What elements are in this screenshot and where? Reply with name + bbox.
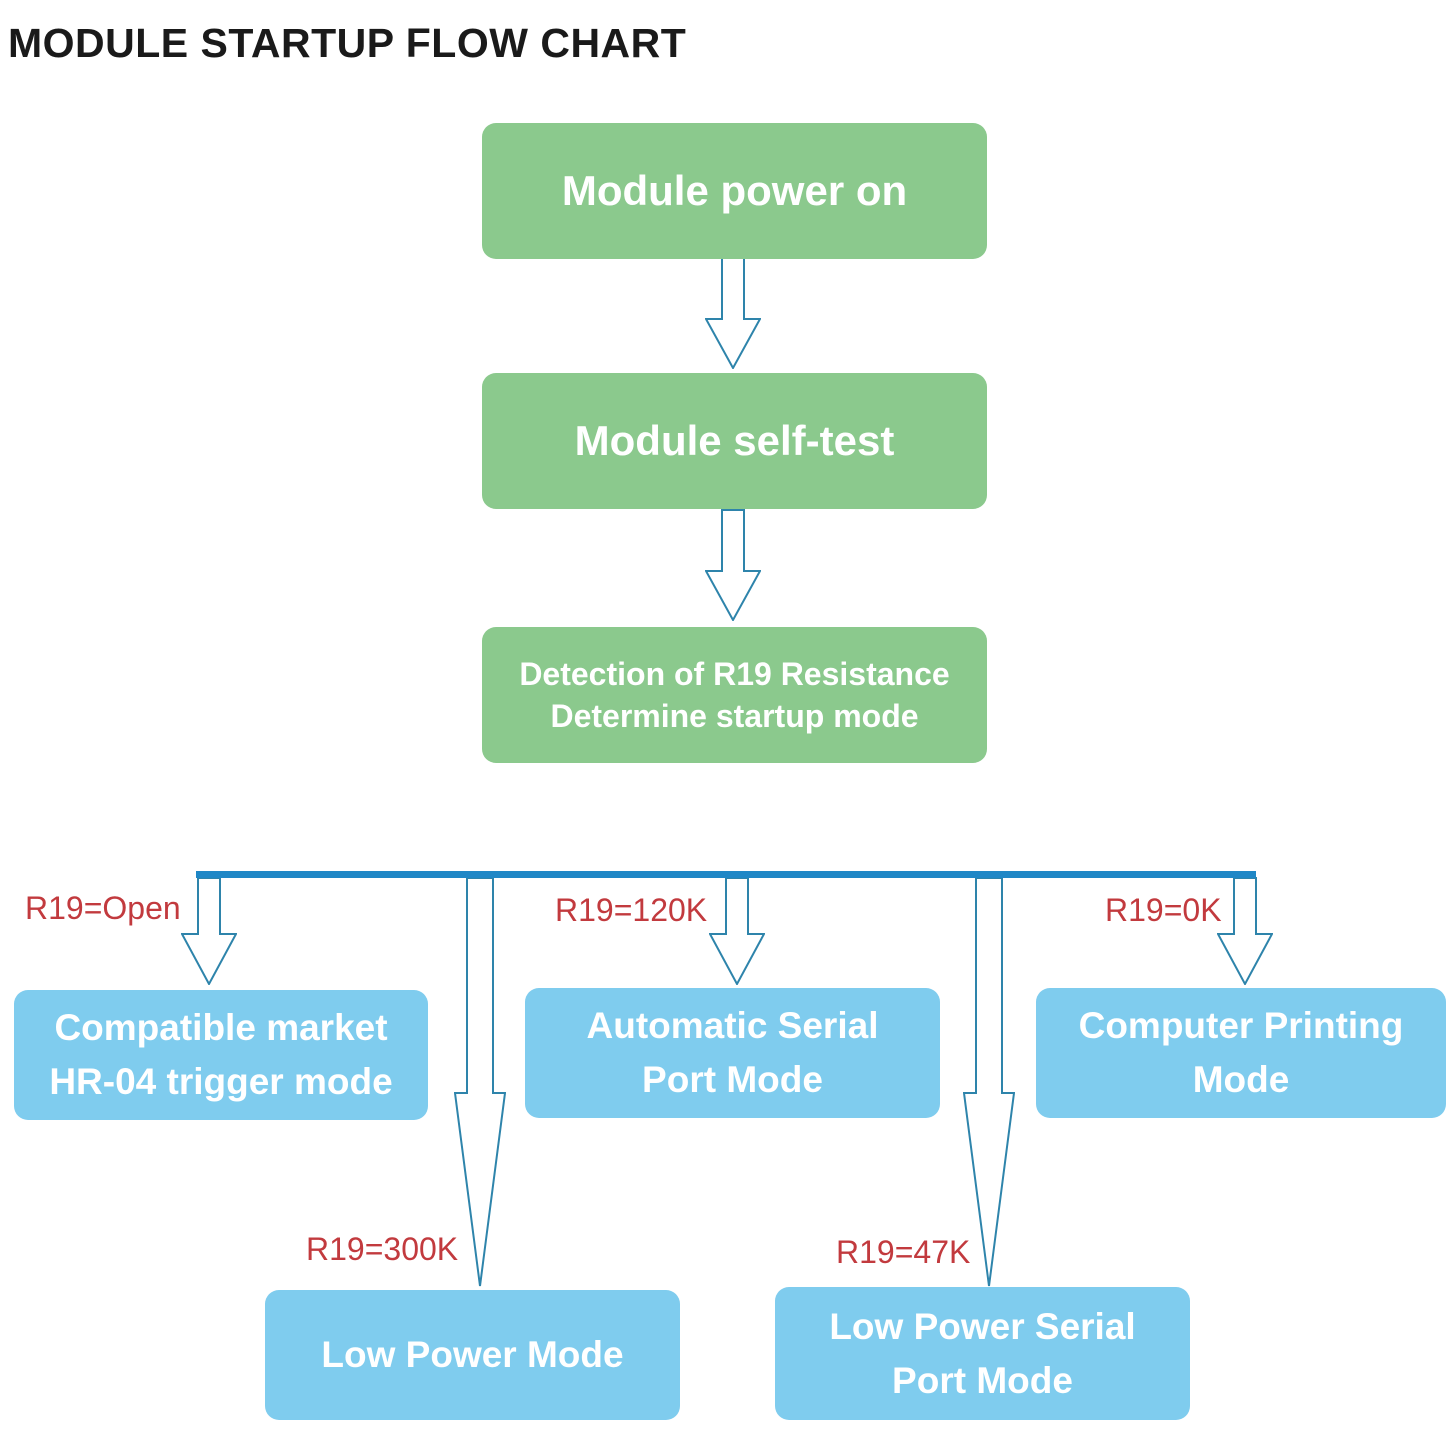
node-low-power-serial-port-mode: Low Power Serial Port Mode xyxy=(775,1287,1190,1420)
branch-arrow-open xyxy=(181,877,237,985)
label-r19-120k: R19=120K xyxy=(555,892,708,928)
node-computer-printing-mode: Computer Printing Mode xyxy=(1036,988,1446,1118)
node-low-power-mode: Low Power Mode xyxy=(265,1290,680,1420)
node-label-line2: Port Mode xyxy=(642,1059,823,1100)
node-automatic-serial-port-mode: Automatic Serial Port Mode xyxy=(525,988,940,1118)
branch-arrow-120k xyxy=(709,877,765,985)
branch-distribution-line xyxy=(196,871,1256,878)
node-label-line1: Detection of R19 Resistance xyxy=(519,655,950,692)
node-compatible-market-hr04: Compatible market HR-04 trigger mode xyxy=(14,990,428,1120)
branch-arrow-47k xyxy=(963,877,1015,1287)
label-r19-0k: R19=0K xyxy=(1105,892,1222,928)
node-module-power-on: Module power on xyxy=(482,123,987,259)
node-label-line1: Low Power Serial xyxy=(829,1305,1136,1347)
flow-arrow-selftest-to-detection xyxy=(705,509,761,621)
node-label-line2: Mode xyxy=(1192,1059,1290,1100)
node-label-line2: Determine startup mode xyxy=(550,698,919,734)
label-r19-300k: R19=300K xyxy=(306,1231,459,1267)
node-label-line1: Computer Printing xyxy=(1078,1005,1404,1047)
node-label-line1: Compatible market xyxy=(54,1007,388,1049)
node-detection-r19: Detection of R19 Resistance Determine st… xyxy=(482,627,987,763)
node-label: Module power on xyxy=(561,167,908,215)
branch-arrow-300k xyxy=(454,877,506,1287)
label-r19-open: R19=Open xyxy=(25,890,181,926)
node-module-self-test: Module self-test xyxy=(482,373,987,509)
page-title: MODULE STARTUP FLOW CHART xyxy=(8,20,687,66)
node-label-line2: Port Mode xyxy=(892,1359,1073,1401)
flow-arrow-power-to-selftest xyxy=(705,257,761,369)
node-label: Module self-test xyxy=(574,417,895,465)
node-label-line2: HR-04 trigger mode xyxy=(49,1061,393,1102)
label-r19-47k: R19=47K xyxy=(836,1234,971,1270)
node-label-line1: Automatic Serial xyxy=(586,1005,879,1047)
branch-arrow-0k xyxy=(1217,877,1273,985)
node-label: Low Power Mode xyxy=(321,1334,624,1376)
